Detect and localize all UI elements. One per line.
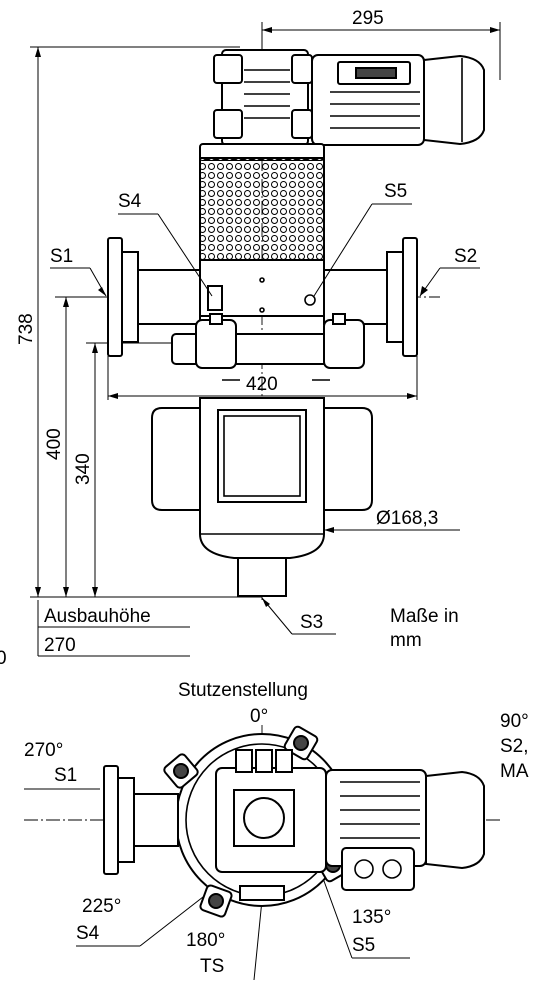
units-line1: Maße in (390, 606, 459, 627)
label-s2-ma-1: S2, (500, 736, 529, 757)
label-s2: S2 (454, 246, 477, 267)
valve-s4 (207, 285, 223, 311)
removal-height-label: Ausbauhöhe (44, 606, 151, 627)
motor-top (325, 769, 485, 891)
filter-housing (199, 397, 325, 559)
bottom-view: Stutzenstellung 0° 90° S2, MA 270° S1 22… (24, 680, 529, 981)
label-s5-bottom: S5 (352, 935, 375, 956)
dimension-420: 420 (107, 356, 418, 400)
outlet-s3 (237, 557, 287, 597)
outlet-stub (239, 885, 285, 901)
gearbox-top (215, 749, 327, 873)
label-ts: TS (200, 956, 224, 977)
handle-left (151, 407, 200, 511)
nozzle-s1 (107, 237, 201, 357)
label-s4-bottom: S4 (76, 923, 100, 944)
label-s3: S3 (300, 612, 323, 633)
perforated-screen (199, 143, 325, 261)
edge-mark: 0 (0, 648, 7, 669)
clamp-ring (171, 313, 365, 381)
deg-135: 135° (352, 907, 391, 928)
diameter-label: Ø168,3 (376, 508, 438, 529)
label-s5: S5 (384, 181, 407, 202)
dim-420-label: 420 (246, 374, 278, 395)
dim-340-label: 340 (73, 453, 94, 485)
deg-270: 270° (24, 740, 63, 761)
deg-90: 90° (500, 711, 529, 732)
nozzle-s1-bottom (103, 765, 179, 875)
dimension-width: 295 (261, 8, 501, 80)
label-s2-ma-2: MA (500, 761, 529, 782)
dim-total-height-label: 738 (16, 313, 37, 345)
diameter-callout: Ø168,3 (324, 508, 460, 533)
deg-0: 0° (250, 706, 268, 727)
units-line2: mm (390, 630, 422, 651)
gearbox (213, 49, 313, 146)
label-s4: S4 (118, 191, 142, 212)
dim-width-label: 295 (352, 8, 384, 29)
dimension-total-height: 738 (16, 46, 240, 597)
front-labels: S1 S2 S4 S5 S3 (50, 181, 480, 635)
deg-225: 225° (82, 896, 121, 917)
handle-right (324, 407, 373, 511)
label-s1: S1 (50, 246, 73, 267)
motor (311, 54, 485, 146)
removal-height-value: 270 (44, 635, 76, 656)
bottom-title: Stutzenstellung (178, 680, 308, 701)
removal-height: Ausbauhöhe 270 (37, 600, 190, 657)
deg-180: 180° (186, 930, 225, 951)
valve-s5 (304, 294, 316, 306)
label-s1-bottom: S1 (54, 765, 77, 786)
dim-400-label: 400 (44, 428, 65, 460)
front-view: 295 738 400 340 (0, 8, 501, 669)
